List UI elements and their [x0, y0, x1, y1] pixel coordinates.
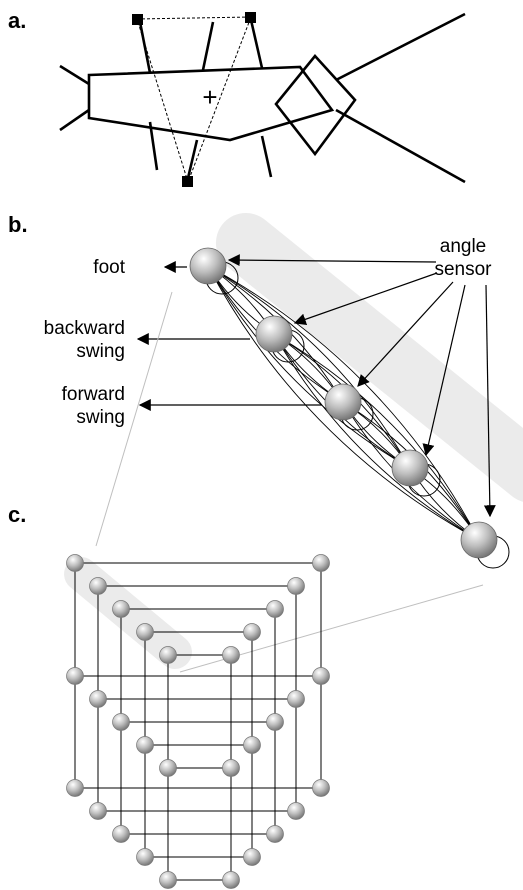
controller-node	[189, 247, 227, 285]
network-node	[136, 848, 154, 866]
leg-mid-upper	[201, 21, 215, 71]
network-node	[312, 554, 330, 572]
leg-front-upper	[249, 19, 264, 69]
front-antenna-lower	[335, 108, 466, 184]
network-node	[243, 848, 261, 866]
leg-controller-shading	[215, 212, 523, 503]
leg-rear-lower	[148, 121, 159, 171]
sensor-arrow-2	[293, 272, 438, 326]
network-node	[159, 646, 177, 664]
sensor-arrow-3	[357, 281, 454, 387]
network-node	[222, 871, 240, 889]
rear-antenna-upper	[59, 64, 90, 86]
center-of-mass-marker: +	[202, 82, 217, 112]
network-node	[312, 779, 330, 797]
foot-marker-right	[245, 12, 256, 23]
sensor-arrow-4	[422, 284, 466, 457]
foot-marker-left	[132, 14, 143, 25]
sensor-connection-edge	[273, 333, 480, 541]
network-nodes	[66, 554, 330, 889]
network-node	[266, 600, 284, 618]
rear-antenna-lower	[59, 108, 90, 132]
leg-front-lower	[260, 135, 273, 178]
network-node	[287, 577, 305, 595]
label-forward-2: swing	[76, 407, 125, 428]
network-node	[66, 667, 84, 685]
network-node	[222, 646, 240, 664]
network-node	[89, 802, 107, 820]
network-node	[66, 554, 84, 572]
controller-node	[460, 521, 498, 559]
network-node	[159, 759, 177, 777]
sensor-connection-edge	[207, 265, 480, 541]
sensor-arrows	[227, 254, 496, 518]
panel-a-letter: a.	[8, 8, 26, 33]
network-node	[287, 690, 305, 708]
network-node	[159, 871, 177, 889]
sensor-arrow-5	[483, 284, 496, 518]
network-node	[136, 623, 154, 641]
controller-nodes	[189, 247, 498, 559]
network-node	[266, 713, 284, 731]
zoom-line-upper	[95, 291, 173, 547]
network-node	[312, 667, 330, 685]
network-node	[222, 759, 240, 777]
network-node	[136, 736, 154, 754]
panel-c-letter: c.	[8, 502, 26, 527]
network-node	[243, 736, 261, 754]
network-node	[287, 802, 305, 820]
label-backward-1: backward	[44, 318, 125, 339]
network-node	[89, 690, 107, 708]
support-triangle	[136, 16, 252, 184]
label-forward-1: forward	[62, 384, 125, 405]
output-arrows	[136, 261, 322, 411]
network-node	[112, 825, 130, 843]
front-antenna-upper	[335, 12, 466, 82]
sensor-arrow-1	[227, 254, 437, 267]
sensor-connection-edge	[273, 333, 480, 541]
sensor-connection-edge	[207, 265, 411, 469]
network-node	[112, 713, 130, 731]
panel-b-letter: b.	[8, 212, 28, 237]
network-node	[66, 779, 84, 797]
controller-node	[391, 449, 429, 487]
label-backward-2: swing	[76, 341, 125, 362]
label-foot: foot	[93, 257, 125, 278]
controller-node	[255, 315, 293, 353]
network-node	[266, 825, 284, 843]
network-node	[89, 577, 107, 595]
network-node	[243, 623, 261, 641]
leg-rear-upper	[138, 21, 152, 74]
controller-node	[324, 383, 362, 421]
network-node	[112, 600, 130, 618]
label-sensor: sensor	[434, 259, 492, 280]
label-angle: angle	[440, 236, 487, 257]
leg-mid-lower	[186, 139, 199, 179]
head-diamond	[274, 54, 357, 157]
foot-marker-bottom	[182, 176, 193, 187]
robot-body-diagram: +	[59, 12, 466, 187]
